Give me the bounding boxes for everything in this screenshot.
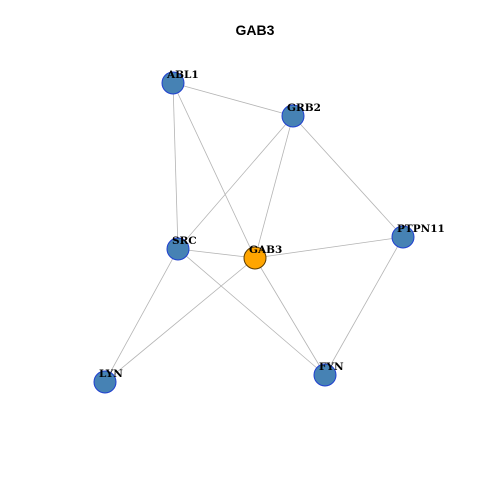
edge-abl1-grb2 <box>172 82 294 117</box>
node-src[interactable] <box>166 237 190 261</box>
node-grb2[interactable] <box>281 104 305 128</box>
node-lyn[interactable] <box>93 370 117 394</box>
edge-layer <box>104 82 404 383</box>
diagram-title: GAB3 <box>236 22 275 38</box>
edge-grb2-gab3 <box>254 115 294 259</box>
node-fyn[interactable] <box>313 363 337 387</box>
node-ptpn11[interactable] <box>391 225 415 249</box>
node-label-abl1: ABL1 <box>166 69 199 81</box>
node-layer <box>93 71 415 394</box>
edge-src-lyn <box>104 248 179 383</box>
edge-grb2-ptpn11 <box>292 115 404 238</box>
node-label-grb2: GRB2 <box>287 102 321 114</box>
edge-abl1-gab3 <box>172 82 256 259</box>
node-label-fyn: FYN <box>319 361 344 373</box>
edge-grb2-src <box>177 115 294 250</box>
edge-gab3-fyn <box>254 257 326 376</box>
node-label-lyn: LYN <box>99 368 123 380</box>
node-label-src: SRC <box>172 235 197 247</box>
edge-gab3-ptpn11 <box>254 236 404 259</box>
node-label-ptpn11: PTPN11 <box>397 223 445 235</box>
edge-ptpn11-fyn <box>324 236 404 376</box>
edge-abl1-src <box>172 82 179 250</box>
node-gab3[interactable] <box>243 246 267 270</box>
edge-src-fyn <box>177 248 326 376</box>
node-label-gab3: GAB3 <box>249 244 282 256</box>
node-abl1[interactable] <box>161 71 185 95</box>
edge-src-gab3 <box>177 248 256 259</box>
edge-gab3-lyn <box>104 257 256 383</box>
